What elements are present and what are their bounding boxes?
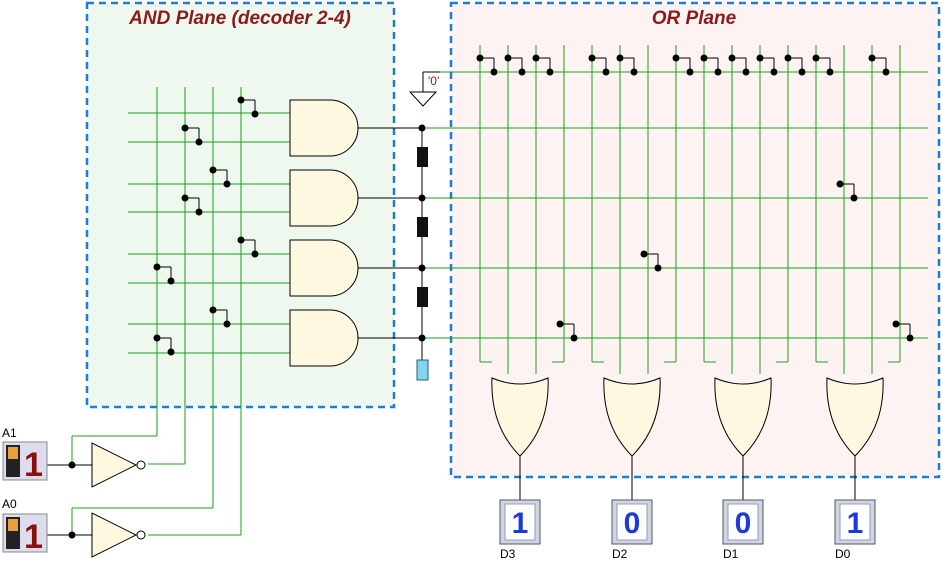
junction-dot (570, 334, 578, 342)
junction-dot (181, 124, 189, 132)
junction-dot (756, 54, 764, 62)
junction-dot (209, 306, 217, 314)
junction-dot (616, 54, 624, 62)
and-gate (289, 169, 359, 227)
junction-dot (223, 180, 231, 188)
junction-dot (195, 208, 203, 216)
junction-dot (602, 68, 610, 76)
junction-dot (556, 320, 564, 328)
output-display-d0: 1 D0 (834, 499, 876, 561)
junction-dot (418, 194, 426, 202)
junction-dot (714, 68, 722, 76)
gate-layer (91, 99, 884, 558)
junction-dot (490, 68, 498, 76)
input-value-a1: 1 (24, 446, 43, 484)
inverter-bubble (136, 460, 146, 470)
junction-dot (784, 54, 792, 62)
output-value-d2: 0 (624, 507, 641, 540)
junction-dot (654, 264, 662, 272)
junction-dot (195, 138, 203, 146)
output-display-d3: 1 D3 (499, 499, 541, 561)
fuse-intact (417, 287, 428, 307)
junction-dot (906, 334, 914, 342)
junction-dot (167, 348, 175, 356)
inverter-gate (91, 512, 138, 558)
and-gate (289, 239, 359, 297)
junction-dot (812, 54, 820, 62)
junction-dot (686, 68, 694, 76)
junction-dot (418, 124, 426, 132)
or-gate (714, 377, 772, 457)
junction-dot (850, 194, 858, 202)
or-gate (826, 377, 884, 457)
junction-dot (251, 110, 259, 118)
junction-dot (167, 277, 175, 285)
junction-dot (223, 320, 231, 328)
junction-dot (418, 334, 426, 342)
and-plane-title: AND Plane (decoder 2-4) (128, 8, 351, 29)
inverter-gate (91, 442, 138, 488)
and-gate (289, 309, 359, 367)
junction-dot (630, 68, 638, 76)
junction-dot (672, 54, 680, 62)
junction-dot (826, 68, 834, 76)
junction-dot (868, 54, 876, 62)
junction-dot (532, 54, 540, 62)
junction-dot (237, 236, 245, 244)
junction-dot (546, 68, 554, 76)
ground-symbol (408, 71, 440, 107)
junction-layer (68, 54, 914, 539)
junction-dot (153, 263, 161, 271)
fuse-intact (417, 147, 428, 167)
output-value-d3: 1 (512, 507, 529, 540)
junction-dot (68, 461, 76, 469)
junction-dot (237, 96, 245, 104)
junction-dot (640, 250, 648, 258)
junction-dot (418, 264, 426, 272)
junction-dot (209, 166, 217, 174)
input-value-a0: 1 (24, 518, 43, 556)
input-label-a1: A1 (2, 426, 17, 440)
junction-dot (728, 54, 736, 62)
junction-dot (251, 250, 259, 258)
output-value-d1: 0 (735, 507, 752, 540)
inverter-bubble (136, 530, 146, 540)
junction-dot (68, 531, 76, 539)
junction-dot (588, 54, 596, 62)
ground-label: '0' (428, 74, 439, 88)
junction-dot (892, 320, 900, 328)
junction-dot (836, 180, 844, 188)
junction-dot (504, 54, 512, 62)
junction-dot (518, 68, 526, 76)
or-plane-title: OR Plane (652, 8, 737, 29)
junction-dot (476, 54, 484, 62)
junction-dot (770, 68, 778, 76)
wire-layer (47, 45, 928, 536)
fuse-blown (416, 359, 429, 381)
output-value-d0: 1 (847, 507, 864, 540)
output-display-d2: 0 D2 (611, 499, 653, 561)
junction-dot (700, 54, 708, 62)
junction-dot (798, 68, 806, 76)
or-gate (603, 377, 661, 457)
fuse-intact (417, 217, 428, 237)
junction-dot (742, 68, 750, 76)
output-label-d3: D3 (500, 547, 516, 561)
output-label-d1: D1 (723, 547, 739, 561)
junction-dot (882, 68, 890, 76)
junction-dot (153, 334, 161, 342)
or-gate (491, 377, 549, 457)
input-switch-a1[interactable]: A1 1 (2, 426, 48, 484)
input-label-a0: A0 (2, 497, 17, 511)
output-display-d1: 0 D1 (722, 499, 764, 561)
junction-dot (181, 194, 189, 202)
output-label-d2: D2 (612, 547, 628, 561)
input-switch-a0[interactable]: A0 1 (2, 497, 48, 556)
output-label-d0: D0 (835, 547, 851, 561)
and-gate (289, 99, 359, 157)
